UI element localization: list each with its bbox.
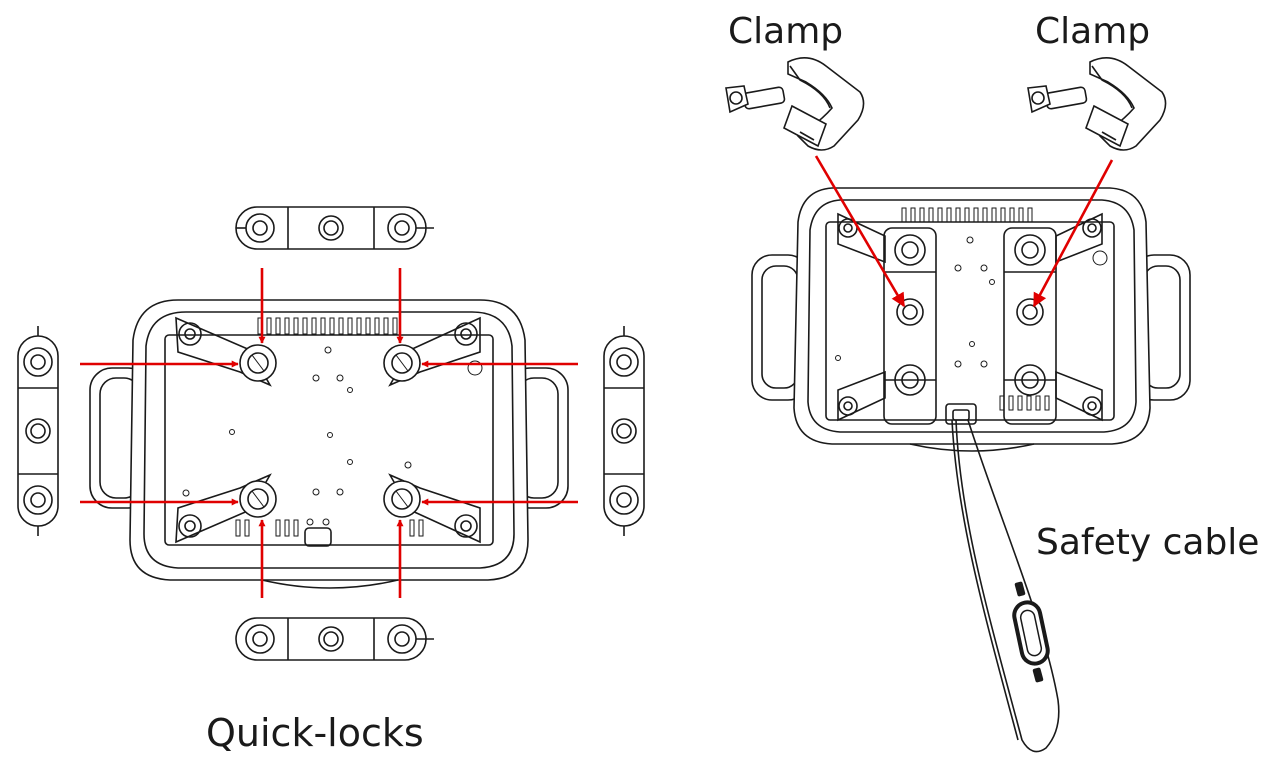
quick-lock-bar-top — [235, 206, 434, 250]
clamp-label-left: Clamp — [728, 11, 844, 52]
clamp-left-drawing — [725, 57, 865, 151]
quick-lock-socket — [239, 480, 277, 518]
quick-lock-socket — [383, 344, 421, 382]
quick-lock-arrows — [80, 268, 578, 598]
clamp-arrow-left — [814, 155, 906, 308]
fixture-base-right — [751, 187, 1191, 452]
vent-grille-top — [257, 317, 398, 335]
vent-grille-bottom — [235, 519, 424, 537]
vent-grille-bottom — [999, 395, 1050, 411]
omega-bracket-right — [1003, 227, 1057, 425]
safety-eyelet — [945, 403, 977, 425]
quick-lock-socket — [239, 344, 277, 382]
quick-locks-label: Quick-locks — [206, 711, 424, 755]
clamp-label-right: Clamp — [1035, 11, 1151, 52]
safety-cable-drawing — [951, 419, 1060, 753]
fixture-base-left — [89, 299, 569, 589]
quick-lock-bar-bottom — [235, 617, 434, 661]
safety-cable-label: Safety cable — [1036, 522, 1260, 563]
clamp-arrow-right — [1032, 159, 1114, 308]
omega-bracket-left — [883, 227, 937, 425]
clamp-right-drawing — [1027, 57, 1167, 151]
quick-lock-socket — [383, 480, 421, 518]
vent-grille-top — [901, 207, 1033, 223]
carabiner — [1012, 600, 1050, 666]
quick-lock-bar-left — [17, 326, 59, 536]
bottom-latch — [304, 527, 332, 547]
quick-lock-bar-right — [603, 326, 645, 536]
